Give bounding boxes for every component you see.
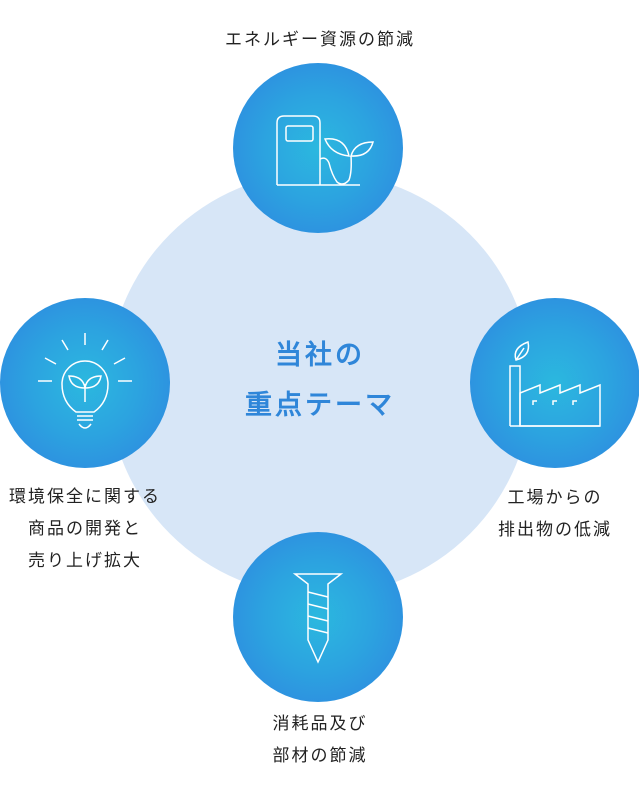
label-line: 排出物の低減 (498, 520, 612, 540)
central-circle (108, 172, 532, 596)
label-line: 工場からの (507, 488, 603, 508)
theme-label-energy: エネルギー資源の節減 (160, 24, 480, 56)
theme-label-consumables: 消耗品及び 部材の節減 (200, 708, 440, 772)
light-bulb-sprout-icon (38, 333, 132, 429)
theme-label-factory: 工場からの 排出物の低減 (475, 482, 635, 546)
theme-node-consumables (233, 532, 403, 702)
label-line: 商品の開発と (28, 519, 142, 539)
theme-node-energy (233, 63, 403, 233)
theme-node-products (0, 298, 170, 468)
factory-icon (509, 340, 601, 427)
theme-node-factory (470, 298, 639, 468)
center-title-line1: 当社の (275, 340, 365, 371)
label-line: 部材の節減 (272, 746, 368, 766)
label-line: エネルギー資源の節減 (225, 30, 415, 50)
screw-icon (292, 573, 344, 664)
theme-label-products: 環境保全に関する 商品の開発と 売り上げ拡大 (0, 481, 175, 577)
fuel-pump-leaf-icon (276, 115, 374, 186)
label-line: 売り上げ拡大 (28, 551, 142, 571)
center-title-line2: 重点テーマ (245, 390, 395, 421)
label-line: 環境保全に関する (9, 487, 161, 507)
label-line: 消耗品及び (272, 714, 368, 734)
